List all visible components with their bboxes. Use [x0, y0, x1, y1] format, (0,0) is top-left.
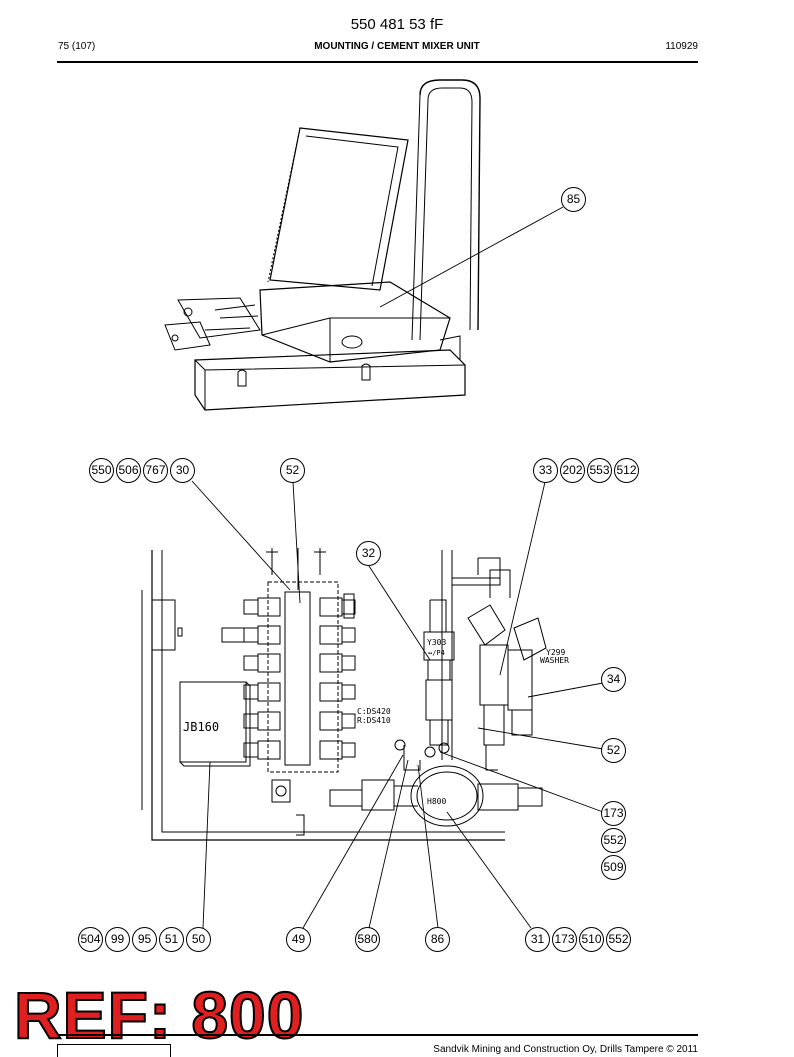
callout-173-bottom: 173 — [552, 927, 577, 952]
callout-552-bottom: 552 — [606, 927, 631, 952]
callout-52-right: 52 — [601, 738, 626, 763]
footer-copyright: Sandvik Mining and Construction Oy, Dril… — [433, 1044, 698, 1055]
logo-box — [57, 1044, 171, 1057]
callout-552: 552 — [601, 828, 626, 853]
callout-550: 550 — [89, 458, 114, 483]
ref-stamp: REF: 800 — [13, 978, 305, 1052]
label-jb160: JB160 — [183, 720, 219, 734]
callout-31: 31 — [525, 927, 550, 952]
label-y299: Y299 — [546, 648, 565, 657]
callout-512: 512 — [614, 458, 639, 483]
callout-173: 173 — [601, 801, 626, 826]
callout-99: 99 — [105, 927, 130, 952]
label-c-ref: C:DS420 — [357, 707, 391, 716]
callout-30: 30 — [170, 458, 195, 483]
label-h800: H800 — [427, 797, 446, 806]
valve-panel-illustration — [141, 548, 547, 841]
callout-553: 553 — [587, 458, 612, 483]
label-y303: Y303 — [427, 638, 446, 647]
callout-95: 95 — [132, 927, 157, 952]
callout-49: 49 — [286, 927, 311, 952]
callout-202: 202 — [560, 458, 585, 483]
callout-506: 506 — [116, 458, 141, 483]
callout-34: 34 — [601, 667, 626, 692]
drawing-text: Y303 ↔/P4 Y299 WASHER JB160 C:DS420 R:DS… — [183, 638, 569, 806]
header-rule — [57, 61, 698, 63]
label-y303-sub: ↔/P4 — [428, 649, 445, 657]
callout-52-top: 52 — [280, 458, 305, 483]
callout-32: 32 — [356, 541, 381, 566]
callout-33: 33 — [533, 458, 558, 483]
callout-50: 50 — [186, 927, 211, 952]
callout-51: 51 — [159, 927, 184, 952]
revision-date: 110929 — [665, 41, 698, 52]
footer-rule — [57, 1034, 698, 1036]
valve-blocks — [221, 548, 356, 836]
callout-510: 510 — [579, 927, 604, 952]
callout-504: 504 — [78, 927, 103, 952]
document-number: 550 481 53 fF — [350, 16, 444, 33]
label-r-ref: R:DS410 — [357, 716, 391, 725]
leader-lines — [191, 206, 604, 929]
callout-86: 86 — [425, 927, 450, 952]
callout-580: 580 — [355, 927, 380, 952]
callout-767: 767 — [143, 458, 168, 483]
label-washer: WASHER — [540, 656, 569, 665]
page-title: MOUNTING / CEMENT MIXER UNIT — [314, 41, 480, 52]
callout-509: 509 — [601, 855, 626, 880]
mixer-unit-illustration — [164, 79, 481, 411]
callout-85: 85 — [561, 187, 586, 212]
page-number: 75 (107) — [58, 41, 96, 52]
